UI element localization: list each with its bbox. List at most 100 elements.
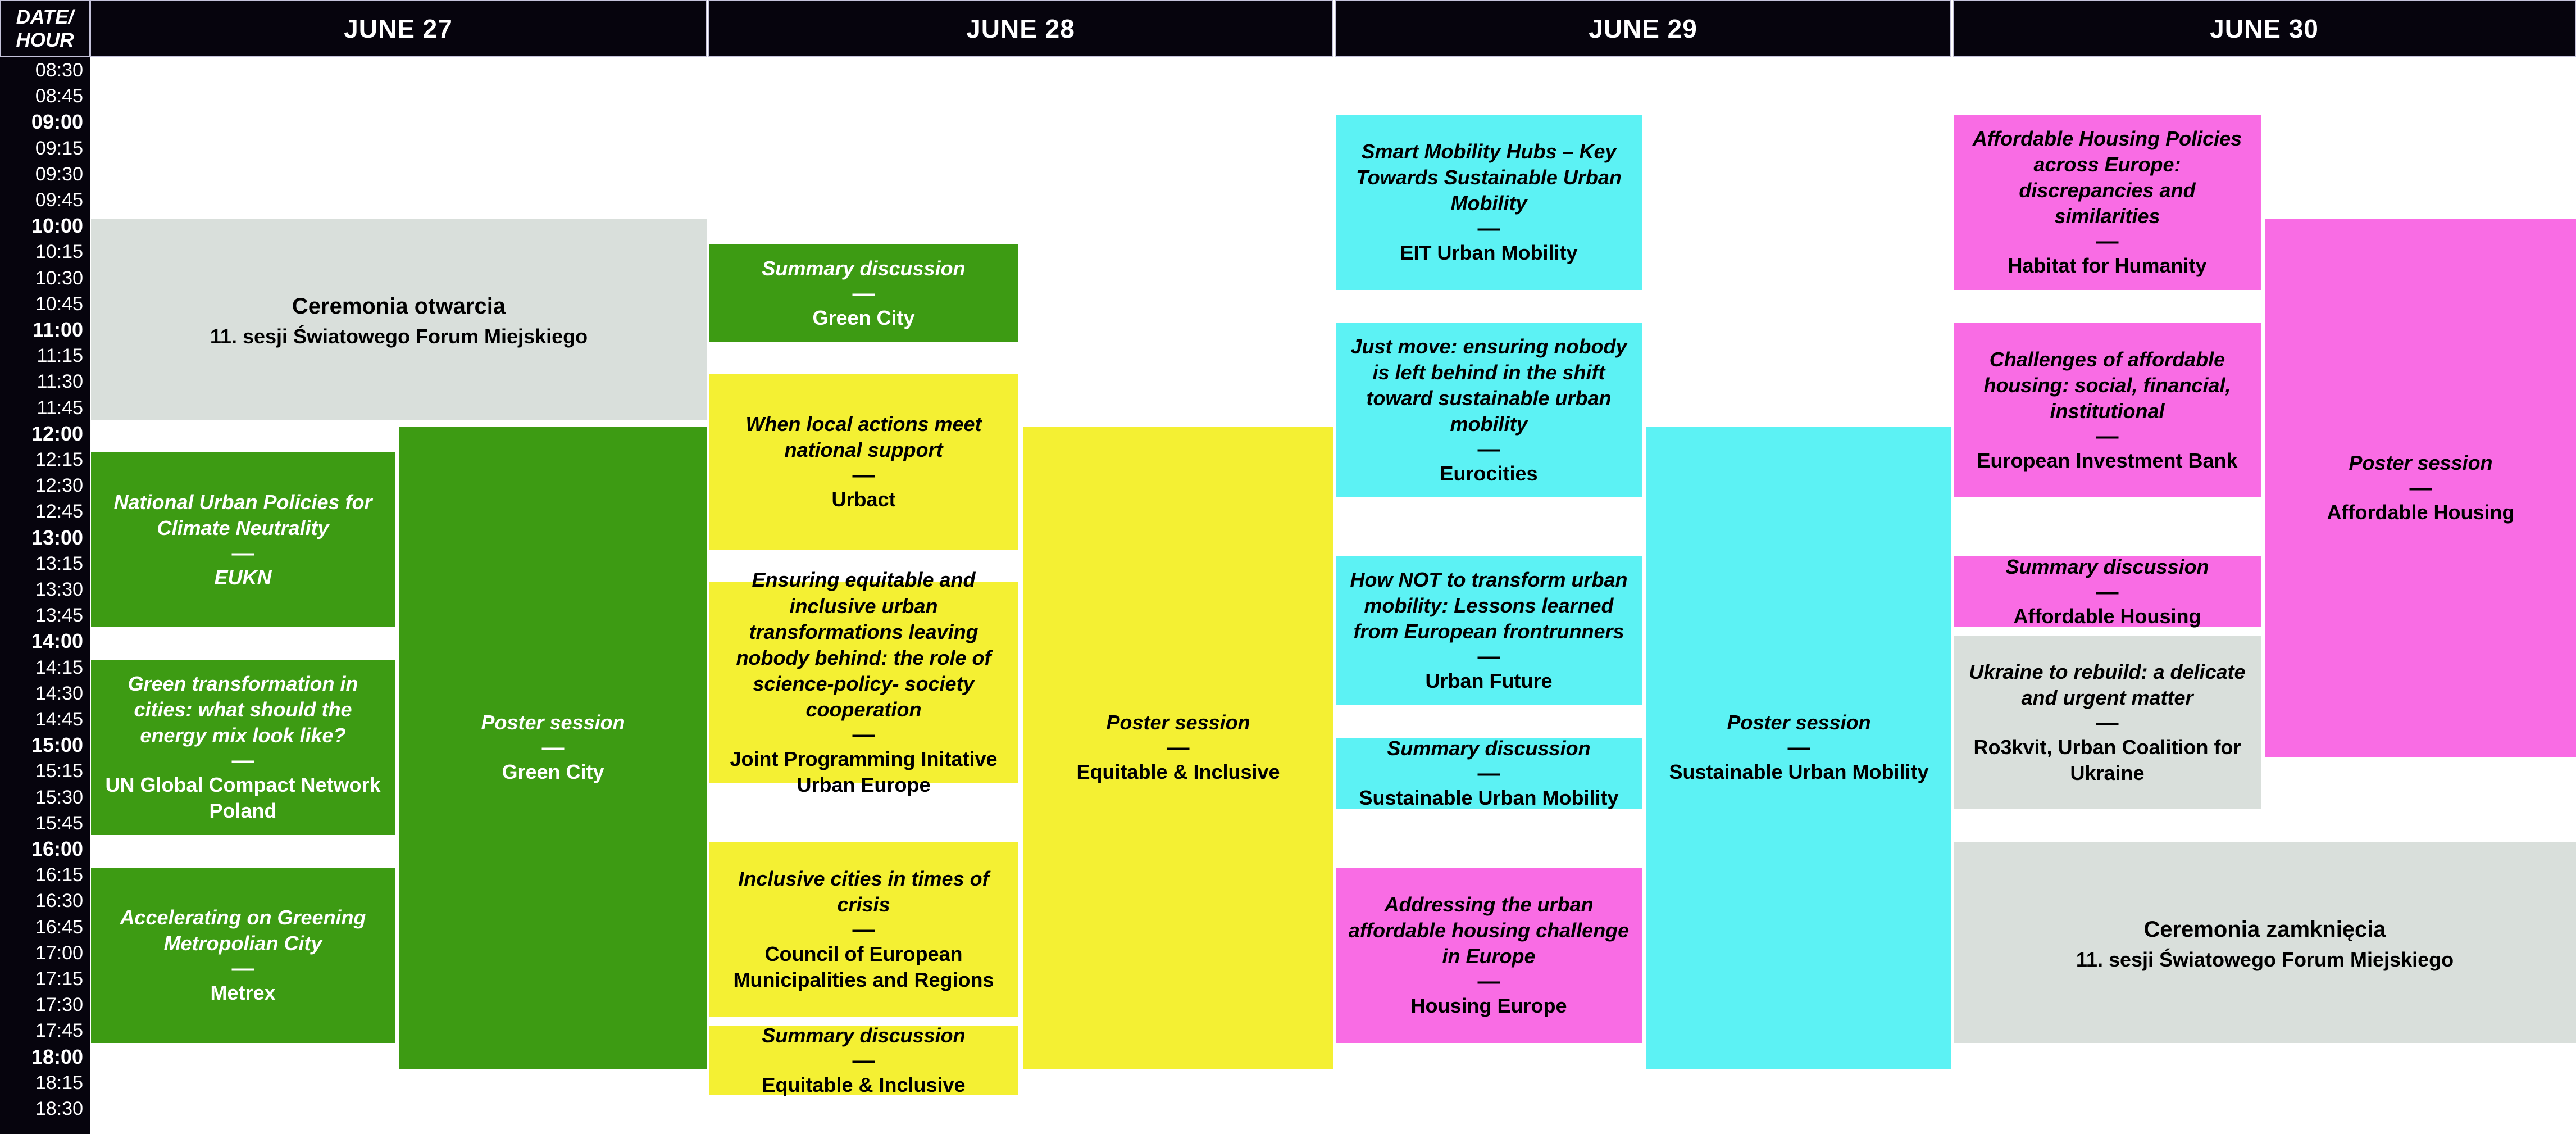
event-organization: EUKN xyxy=(214,565,272,589)
session-block[interactable]: Green transformation in cities: what sho… xyxy=(91,660,395,835)
day-header-june-30: JUNE 30 xyxy=(1953,0,2576,57)
event-title: Summary discussion xyxy=(762,256,966,280)
separator-dash: — xyxy=(1477,216,1500,241)
event-organization: UN Global Compact Network Poland xyxy=(105,773,381,823)
event-title: Accelerating on Greening Metropolian Cit… xyxy=(120,905,366,955)
event-organization: Equitable & Inclusive xyxy=(1076,760,1280,784)
time-label: 17:15 xyxy=(35,968,83,990)
date-hour-line2: HOUR xyxy=(16,29,74,51)
separator-dash: — xyxy=(2096,423,2119,448)
time-label: 15:00 xyxy=(31,733,83,757)
event-organization: Metrex xyxy=(210,981,276,1004)
poster-block[interactable]: Poster session—Affordable Housing xyxy=(2265,219,2576,757)
separator-dash: — xyxy=(2096,579,2119,605)
event-title: Summary discussion xyxy=(1387,737,1591,760)
separator-dash: — xyxy=(852,462,875,488)
poster-block[interactable]: Poster session—Equitable & Inclusive xyxy=(1023,426,1333,1069)
event-organization: Council of European Municipalities and R… xyxy=(733,942,994,991)
poster-block[interactable]: Poster session—Sustainable Urban Mobilit… xyxy=(1646,426,1951,1069)
event-title: Challenges of affordable housing: social… xyxy=(1983,347,2231,423)
session-block[interactable]: When local actions meet national support… xyxy=(709,374,1018,550)
event-title: When local actions meet national support xyxy=(745,412,982,462)
day-header-june-28: JUNE 28 xyxy=(708,0,1333,57)
day-header-june-27: JUNE 27 xyxy=(90,0,707,57)
event-title: National Urban Policies for Climate Neut… xyxy=(113,490,372,539)
session-block[interactable]: How NOT to transform urban mobility: Les… xyxy=(1336,556,1642,705)
poster-block[interactable]: Poster session—Green City xyxy=(399,426,707,1069)
session-block[interactable]: Summary discussion—Green City xyxy=(709,244,1018,342)
event-organization: Equitable & Inclusive xyxy=(762,1073,966,1096)
separator-dash: — xyxy=(1477,436,1500,461)
separator-dash: — xyxy=(541,735,565,760)
event-organization: Sustainable Urban Mobility xyxy=(1359,786,1619,810)
session-block[interactable]: Smart Mobility Hubs – Key Towards Sustai… xyxy=(1336,115,1642,290)
session-block[interactable]: Inclusive cities in times of crisis—Coun… xyxy=(709,842,1018,1017)
session-block[interactable]: Summary discussion—Affordable Housing xyxy=(1954,555,2261,628)
separator-dash: — xyxy=(231,540,254,565)
session-block[interactable]: Ukraine to rebuild: a delicate and urgen… xyxy=(1954,636,2261,809)
event-organization: Affordable Housing xyxy=(2013,605,2201,628)
separator-dash: — xyxy=(852,280,875,306)
event-title: Ukraine to rebuild: a delicate and urgen… xyxy=(1969,660,2246,709)
time-label: 12:30 xyxy=(35,475,83,497)
time-label: 17:30 xyxy=(35,994,83,1016)
session-block[interactable]: Ensuring equitable and inclusive urban t… xyxy=(709,568,1018,796)
time-label: 15:15 xyxy=(35,760,83,782)
day-header-label: JUNE 29 xyxy=(1589,14,1697,43)
event-organization: Eurocities xyxy=(1440,461,1538,485)
time-label: 11:45 xyxy=(37,397,83,419)
event-title: Summary discussion xyxy=(2005,555,2209,579)
session-block[interactable]: Challenges of affordable housing: social… xyxy=(1954,323,2261,498)
separator-dash: — xyxy=(1477,968,1500,994)
day-header-label: JUNE 30 xyxy=(2210,14,2319,43)
time-label: 11:15 xyxy=(37,345,83,367)
time-label: 17:45 xyxy=(35,1020,83,1042)
event-organization: Green City xyxy=(812,306,915,329)
day-header-june-29: JUNE 29 xyxy=(1335,0,1951,57)
time-label: 10:15 xyxy=(35,241,83,263)
event-organization: Sustainable Urban Mobility xyxy=(1669,760,1929,784)
time-label: 08:45 xyxy=(35,85,83,107)
event-organization: Joint Programming Initative Urban Europe xyxy=(730,747,998,797)
session-block[interactable]: Summary discussion—Sustainable Urban Mob… xyxy=(1336,737,1642,810)
time-label: 10:30 xyxy=(35,267,83,289)
session-block[interactable]: Summary discussion—Equitable & Inclusive xyxy=(709,1024,1018,1096)
session-block[interactable]: National Urban Policies for Climate Neut… xyxy=(91,452,395,628)
event-organization: EIT Urban Mobility xyxy=(1400,241,1578,265)
event-title: Poster session xyxy=(1106,711,1250,734)
time-label: 10:45 xyxy=(35,293,83,315)
time-label: 10:00 xyxy=(31,214,83,238)
session-block[interactable]: Affordable Housing Policies across Europ… xyxy=(1954,115,2261,290)
event-title: Just move: ensuring nobody is left behin… xyxy=(1350,334,1627,436)
time-label: 18:30 xyxy=(35,1098,83,1119)
separator-dash: — xyxy=(1167,735,1190,760)
session-block[interactable]: Just move: ensuring nobody is left behin… xyxy=(1336,323,1642,498)
separator-dash: — xyxy=(1477,644,1500,669)
time-label: 14:45 xyxy=(35,709,83,730)
event-organization: Ro3kvit, Urban Coalition for Ukraine xyxy=(1973,736,2241,785)
time-label: 12:15 xyxy=(35,449,83,470)
ceremony-subtitle: 11. sesji Światowego Forum Miejskiego xyxy=(2076,947,2454,971)
event-title: Ensuring equitable and inclusive urban t… xyxy=(736,568,991,721)
time-label: 12:00 xyxy=(31,421,83,445)
time-label: 14:00 xyxy=(31,629,83,653)
separator-dash: — xyxy=(231,748,254,773)
day-header-label: JUNE 28 xyxy=(966,14,1075,43)
event-title: Poster session xyxy=(2349,451,2493,475)
time-label: 15:30 xyxy=(35,786,83,808)
time-label: 09:15 xyxy=(35,137,83,159)
time-label: 08:30 xyxy=(35,60,83,81)
session-block[interactable]: Addressing the urban affordable housing … xyxy=(1336,868,1642,1043)
event-organization: Urbact xyxy=(831,488,896,511)
time-label: 11:30 xyxy=(37,371,83,393)
session-block[interactable]: Accelerating on Greening Metropolian Cit… xyxy=(91,868,395,1043)
event-title: Poster session xyxy=(481,711,625,734)
event-organization: European Investment Bank xyxy=(1977,448,2238,472)
time-label: 13:45 xyxy=(35,605,83,627)
event-title: Addressing the urban affordable housing … xyxy=(1348,892,1630,968)
event-title: Smart Mobility Hubs – Key Towards Sustai… xyxy=(1356,139,1622,215)
